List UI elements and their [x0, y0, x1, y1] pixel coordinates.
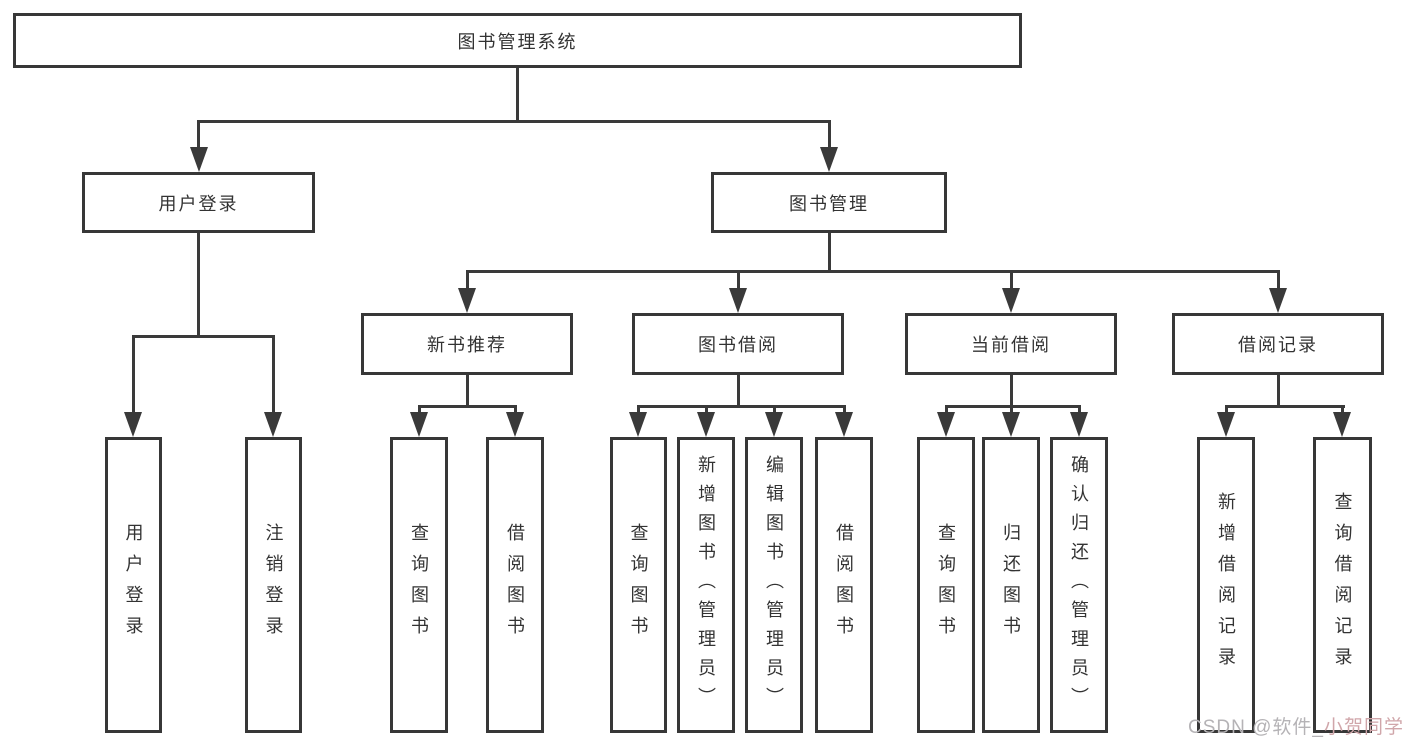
arrow-down-icon	[765, 412, 783, 437]
leaf-bb-add-books-admin: 新增图书（管理员）	[677, 437, 735, 733]
connector-line	[197, 233, 200, 335]
connector-line	[1078, 405, 1081, 417]
node-root-system: 图书管理系统	[13, 13, 1022, 68]
arrow-down-icon	[629, 412, 647, 437]
connector-line	[418, 405, 517, 408]
arrow-down-icon	[1002, 412, 1020, 437]
connector-line	[828, 233, 831, 270]
connector-line	[132, 335, 135, 415]
connector-line	[1341, 405, 1344, 417]
leaf-nb-query-books: 查询图书	[390, 437, 448, 733]
connector-line	[637, 405, 640, 417]
connector-line	[945, 405, 948, 417]
connector-line	[945, 405, 1081, 408]
connector-line	[773, 405, 776, 417]
arrow-down-icon	[937, 412, 955, 437]
connector-line	[1277, 375, 1280, 405]
leaf-br-add-record: 新增借阅记录	[1197, 437, 1255, 733]
arrow-down-icon	[1333, 412, 1351, 437]
connector-line	[828, 120, 831, 152]
connector-line	[132, 335, 275, 338]
arrow-down-icon	[1269, 288, 1287, 313]
leaf-cb-confirm-return-admin: 确认归还（管理员）	[1050, 437, 1108, 733]
leaf-bb-query-books: 查询图书	[610, 437, 667, 733]
watermark: CSDN @软件_小贺同学	[1188, 712, 1404, 739]
arrow-down-icon	[835, 412, 853, 437]
leaf-cb-return-books: 归还图书	[982, 437, 1040, 733]
leaf-logout-login: 注销登录	[245, 437, 302, 733]
leaf-nb-borrow-books: 借阅图书	[486, 437, 544, 733]
connector-line	[737, 375, 740, 405]
connector-line	[1010, 270, 1013, 290]
arrow-down-icon	[1070, 412, 1088, 437]
arrow-down-icon	[820, 147, 838, 172]
node-book-management: 图书管理	[711, 172, 947, 233]
leaf-br-query-record: 查询借阅记录	[1313, 437, 1372, 733]
watermark-prefix: CSDN @软件_	[1188, 717, 1324, 738]
leaf-cb-query-books: 查询图书	[917, 437, 975, 733]
connector-line	[514, 405, 517, 417]
leaf-bb-edit-books-admin: 编辑图书（管理员）	[745, 437, 803, 733]
leaf-user-login: 用户登录	[105, 437, 162, 733]
arrow-down-icon	[458, 288, 476, 313]
node-current-borrow: 当前借阅	[905, 313, 1117, 375]
connector-line	[516, 68, 519, 120]
connector-line	[197, 120, 200, 152]
arrow-down-icon	[264, 412, 282, 437]
arrow-down-icon	[124, 412, 142, 437]
node-borrow-records: 借阅记录	[1172, 313, 1384, 375]
connector-line	[705, 405, 708, 417]
connector-line	[843, 405, 846, 417]
connector-line	[466, 270, 1280, 273]
connector-line	[272, 335, 275, 415]
node-new-book-recommend: 新书推荐	[361, 313, 573, 375]
arrow-down-icon	[729, 288, 747, 313]
connector-line	[466, 270, 469, 290]
watermark-suffix: 小贺同学	[1323, 717, 1404, 738]
connector-line	[637, 405, 846, 408]
node-user-login: 用户登录	[82, 172, 315, 233]
connector-line	[1225, 405, 1345, 408]
connector-line	[466, 375, 469, 405]
arrow-down-icon	[1002, 288, 1020, 313]
connector-line	[1010, 405, 1013, 417]
arrow-down-icon	[1217, 412, 1235, 437]
connector-line	[1225, 405, 1228, 417]
arrow-down-icon	[506, 412, 524, 437]
connector-line	[1010, 375, 1013, 405]
leaf-bb-borrow-books: 借阅图书	[815, 437, 873, 733]
connector-line	[418, 405, 421, 417]
connector-line	[737, 270, 740, 290]
node-book-borrow: 图书借阅	[632, 313, 844, 375]
connector-line	[1277, 270, 1280, 290]
connector-line	[197, 120, 831, 123]
arrow-down-icon	[410, 412, 428, 437]
arrow-down-icon	[697, 412, 715, 437]
arrow-down-icon	[190, 147, 208, 172]
